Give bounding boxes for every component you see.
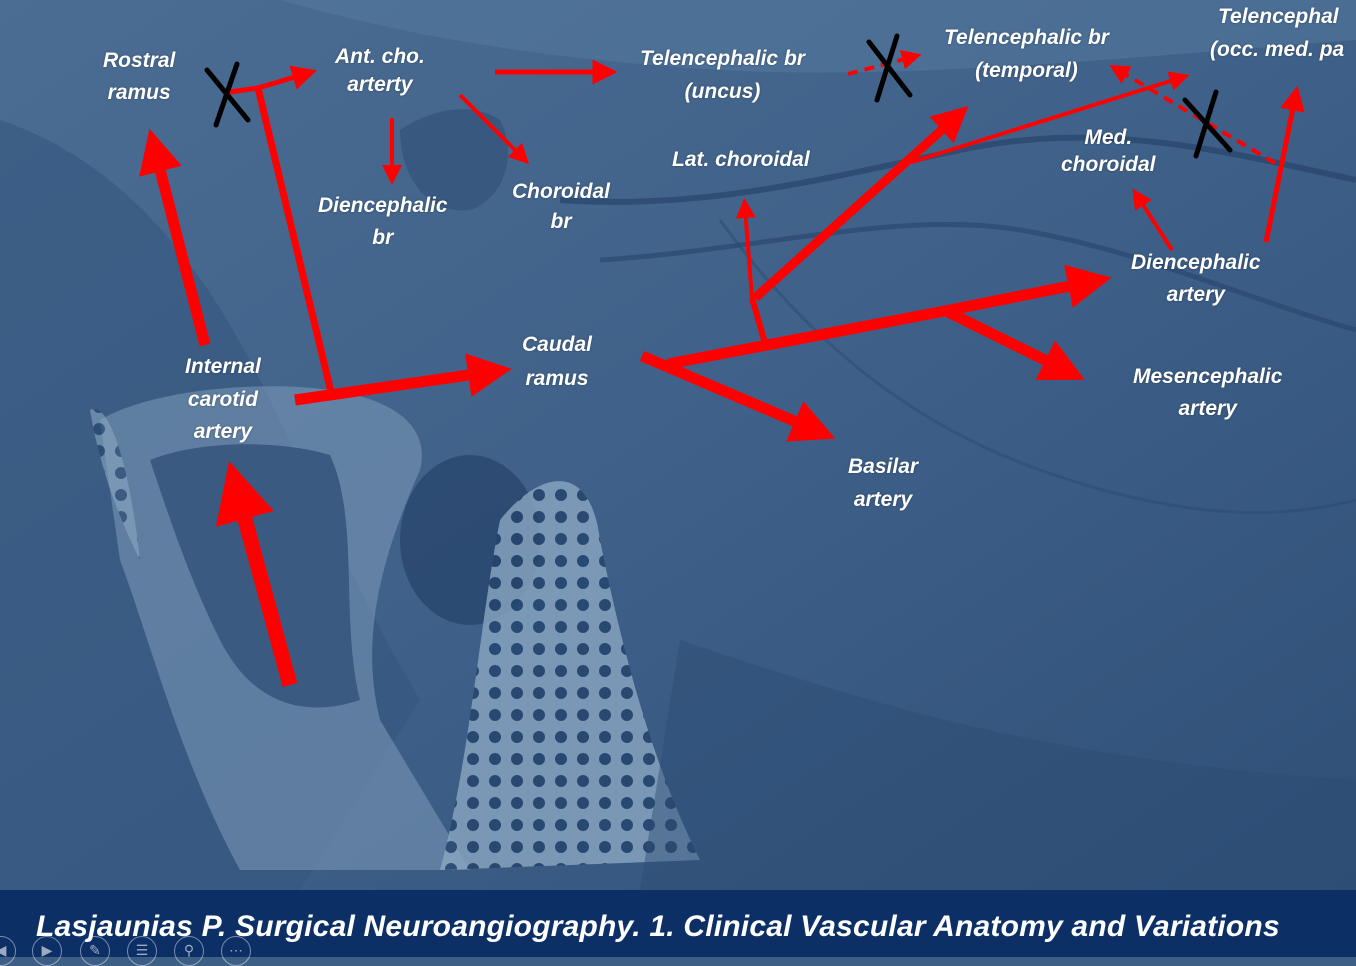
label-line: Diencephalic [1131, 251, 1261, 274]
label-caudal-ramus: Caudal ramus [522, 328, 592, 395]
label-line: Med. [1084, 126, 1133, 149]
connector-ant-cho-arrow [257, 65, 317, 91]
label-line: Lat. choroidal [672, 148, 810, 171]
label-diencephalic-artery: Diencephalic artery [1131, 247, 1261, 310]
label-telencephalic-uncus: Telencephalic br (uncus) [640, 43, 805, 108]
label-line: Rostral [103, 49, 176, 72]
cross-rostral-icon [204, 61, 251, 128]
label-line: (uncus) [684, 79, 761, 103]
label-line: (occ. med. pa [1210, 37, 1345, 61]
label-line: ramus [107, 80, 171, 104]
basilar-arrow [639, 350, 836, 442]
label-internal-carotid-artery: Internal carotid artery [185, 351, 261, 449]
label-telencephalic-occ: Telencephal (occ. med. pa [1210, 1, 1344, 66]
main-trunk [666, 304, 952, 370]
label-line: Telencephal [1218, 5, 1339, 28]
label-line: artery [853, 487, 913, 511]
label-basilar-artery: Basilar artery [848, 451, 918, 516]
label-line: Telencephalic br [944, 26, 1109, 49]
to-choroidal-br-arrow [458, 93, 530, 165]
ica-inflow-arrow [215, 461, 298, 687]
label-line: Diencephalic [318, 194, 448, 217]
label-line: artery [193, 420, 253, 444]
rostral-connector [229, 85, 259, 95]
menu-icon[interactable]: ☰ [127, 936, 157, 966]
label-med-choroidal: Med. choroidal [1061, 124, 1156, 179]
back-icon[interactable]: ◀ [0, 936, 16, 966]
to-med-choroidal-arrow [1132, 188, 1174, 252]
lat-choroidal-stem [749, 297, 768, 344]
label-line: Caudal [522, 333, 593, 356]
connector-vertical [254, 87, 335, 393]
diencephalic-artery-arrow [948, 264, 1112, 316]
to-tel-temporal-arrow [751, 105, 969, 302]
cross-uncus-icon [866, 33, 913, 103]
label-telencephalic-temporal: Telencephalic br (temporal) [944, 22, 1109, 87]
mesencephalic-artery-arrow [945, 307, 1085, 380]
pen-icon[interactable]: ✎ [80, 936, 110, 966]
label-line: arterty [347, 73, 413, 97]
zoom-icon[interactable]: ⚲ [174, 936, 204, 966]
label-line: ramus [525, 366, 589, 390]
label-rostral-ramus: Rostral ramus [103, 45, 175, 108]
label-line: Mesencephalic [1133, 365, 1283, 388]
to-tel-occ-arrow [1263, 85, 1305, 243]
label-mesencephalic-artery: Mesencephalic artery [1133, 361, 1282, 424]
slideshow-controls: ◀ ▶ ✎ ☰ ⚲ ⋯ [0, 934, 260, 966]
to-tel-occ-line [911, 71, 1190, 164]
angiogram-background [0, 0, 1356, 890]
caudal-ramus-arrow [294, 353, 512, 406]
play-icon[interactable]: ▶ [32, 936, 62, 966]
cross-temporal-icon [1182, 89, 1233, 159]
label-line: br [550, 210, 572, 234]
label-diencephalic-br: Diencephalic br [318, 190, 448, 253]
label-line: artery [1178, 396, 1237, 420]
label-line: Ant. cho. [335, 45, 425, 68]
label-line: Telencephalic br [640, 47, 805, 70]
diagram-stage: Rostral ramus Ant. cho. arterty Telencep… [0, 0, 1356, 890]
label-ant-cho-artery: Ant. cho. arterty [335, 43, 425, 100]
more-icon[interactable]: ⋯ [221, 936, 251, 966]
label-line: Basilar [848, 455, 919, 478]
label-line: choroidal [1061, 153, 1156, 177]
footer-bar: Lasjaunias P. Surgical Neuroangiography.… [0, 890, 1356, 966]
dashed-uncus-arrow [847, 49, 922, 76]
to-lat-choroidal-arrow [735, 198, 756, 299]
label-line: artery [1166, 282, 1225, 306]
label-line: Choroidal [512, 180, 610, 203]
label-choroidal-br: Choroidal br [512, 177, 610, 238]
label-line: carotid [187, 387, 258, 411]
rostral-ramus-arrow [139, 128, 211, 347]
label-line: (temporal) [975, 58, 1078, 82]
label-line: br [372, 225, 394, 249]
label-lat-choroidal: Lat. choroidal [672, 144, 810, 176]
label-line: Internal [185, 355, 261, 378]
arrow-layer [139, 33, 1305, 687]
